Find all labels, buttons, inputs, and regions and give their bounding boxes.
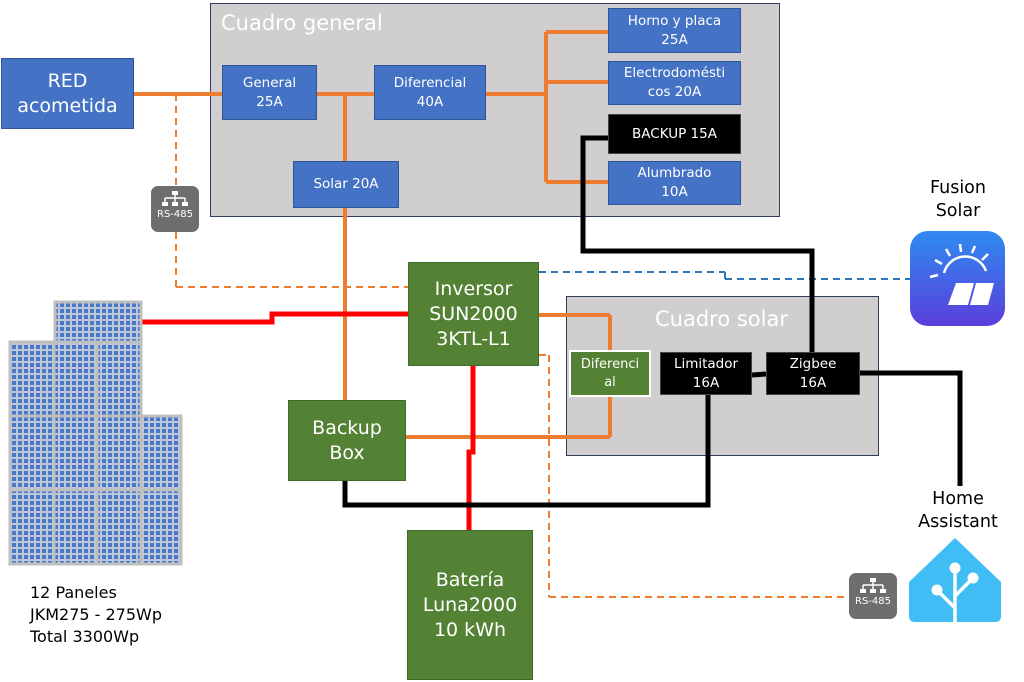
solar-module: [8, 488, 56, 566]
solar-panels-graphic: [8, 300, 183, 566]
horno-breaker: Horno y placa 25A: [608, 8, 741, 53]
cuadro-general-title: Cuadro general: [221, 11, 383, 35]
solar-module: [139, 488, 183, 566]
alumbrado-breaker: Alumbrado 10A: [608, 161, 741, 205]
backup-box: Backup Box: [288, 400, 406, 481]
alumbrado-line1: Alumbrado: [637, 165, 712, 181]
home-assistant-label: Home Assistant: [910, 488, 1006, 534]
rs485-wiring: [175, 94, 849, 598]
solar-panel-sun-icon: [910, 231, 1005, 326]
limitador-line2: 16A: [692, 374, 720, 391]
home-assistant-house-icon: [909, 538, 1001, 622]
dc-wiring: [138, 311, 476, 530]
diferencial-breaker: Diferencial 40A: [374, 65, 486, 120]
solar-module: [52, 488, 99, 566]
solar-module: [95, 414, 143, 492]
solar-breaker: Solar 20A: [293, 161, 399, 208]
paneles-line2: JKM275 - 275Wp: [30, 605, 163, 624]
horno-line2: 25A: [661, 31, 688, 48]
solar-module: [8, 340, 56, 418]
rs485-right-label: RS-485: [855, 596, 891, 607]
bateria-line2: Luna2000: [422, 593, 518, 616]
fusion-solar-label: Fusion Solar: [910, 177, 1006, 223]
zigbee-breaker: Zigbee 16A: [766, 352, 860, 395]
zigbee-line2: 16A: [799, 374, 827, 391]
electro-breaker: Electrodomésti cos 20A: [608, 61, 741, 105]
diferencial-solar-breaker: Diferenci al: [569, 350, 651, 397]
zigbee-line1: Zigbee: [789, 355, 837, 372]
inversor-line2: SUN2000: [429, 302, 518, 325]
alumbrado-line2: 10A: [661, 184, 688, 200]
diferencial-line2: 40A: [416, 93, 444, 110]
bateria-line3: 10 kWh: [433, 618, 507, 641]
solar-module: [52, 414, 99, 492]
home-assistant-line1: Home: [932, 489, 984, 509]
cuadro-solar-title: Cuadro solar: [655, 307, 788, 331]
backup15-breaker: BACKUP 15A: [608, 114, 741, 154]
bateria-line1: Batería: [435, 568, 505, 591]
network-icon: [162, 191, 188, 206]
solar-module: [53, 300, 143, 344]
solar-module: [139, 414, 183, 492]
network-icon: [860, 578, 886, 593]
paneles-line3: Total 3300Wp: [30, 627, 140, 646]
solar-module: [52, 340, 99, 418]
panel-modules: [8, 300, 183, 566]
solar-module: [8, 414, 56, 492]
home-assistant-app-icon: [905, 534, 1005, 624]
solar-breaker-label: Solar 20A: [313, 176, 379, 192]
paneles-label: 12 Paneles JKM275 - 275Wp Total 3300Wp: [30, 582, 210, 648]
inversor-box: Inversor SUN2000 3KTL-L1: [408, 262, 539, 366]
electro-line1: Electrodomésti: [623, 65, 726, 81]
electro-line2: cos 20A: [647, 84, 702, 100]
comms-wiring: [539, 271, 910, 280]
home-assistant-line2: Assistant: [918, 512, 998, 532]
paneles-line1: 12 Paneles: [30, 583, 117, 602]
limitador-line1: Limitador: [673, 355, 739, 372]
diferencial-solar-line1: Diferenci: [580, 356, 640, 372]
fusion-solar-app-icon: [910, 231, 1005, 326]
solar-module: [95, 340, 143, 418]
backup-box-line2: Box: [329, 441, 365, 464]
solar-module: [95, 488, 143, 566]
ac-wiring: [134, 30, 612, 439]
limitador-breaker: Limitador 16A: [660, 352, 752, 395]
red-line1: RED: [47, 69, 88, 92]
fusion-solar-line1: Fusion: [930, 178, 986, 198]
fusion-solar-line2: Solar: [935, 201, 981, 221]
rs485-badge-left: RS-485: [151, 186, 199, 232]
bateria-box: Batería Luna2000 10 kWh: [407, 530, 533, 680]
inversor-line1: Inversor: [434, 277, 513, 300]
general-line1: General: [242, 74, 297, 91]
backup15-label: BACKUP 15A: [632, 125, 717, 142]
control-wiring: [342, 135, 963, 508]
rs485-badge-right: RS-485: [849, 573, 897, 619]
diferencial-solar-line2: al: [604, 374, 616, 390]
inversor-line3: 3KTL-L1: [436, 327, 511, 350]
rs485-left-label: RS-485: [157, 209, 193, 220]
red-line2: acometida: [17, 94, 118, 117]
horno-line1: Horno y placa: [627, 12, 722, 29]
backup-box-line1: Backup: [312, 416, 382, 439]
general-line2: 25A: [256, 93, 283, 110]
red-acometida-box: RED acometida: [1, 58, 134, 129]
diferencial-line1: Diferencial: [393, 74, 467, 91]
general-breaker: General 25A: [222, 65, 317, 120]
